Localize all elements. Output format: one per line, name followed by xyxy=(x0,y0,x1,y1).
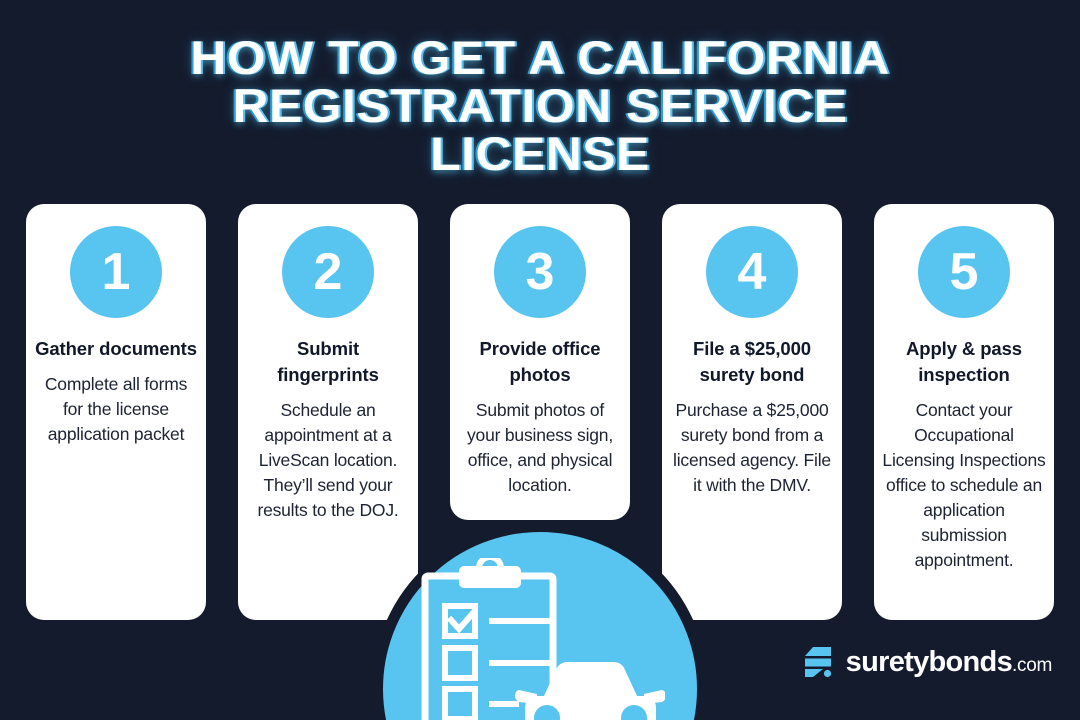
step-number-3: 3 xyxy=(525,243,555,301)
step-number-badge-2: 2 xyxy=(282,226,374,318)
step-title-3: Provide office photos xyxy=(479,338,601,385)
suretybonds-logo-mark-icon xyxy=(804,647,831,678)
step-number-5: 5 xyxy=(949,243,979,301)
step-title-1: Gather documents xyxy=(35,338,197,359)
car-icon xyxy=(515,662,665,720)
logo-wordmark: suretybonds .com xyxy=(845,645,1053,678)
step-body-5: Contact your Occupational Licensing Insp… xyxy=(882,400,1046,570)
title-line-1: HOW TO GET A CALIFORNIA xyxy=(190,31,890,84)
title-line-2: REGISTRATION SERVICE xyxy=(232,79,848,132)
title-line-3: LICENSE xyxy=(430,127,650,180)
step-card-3: 3 Provide office photos Submit photos of… xyxy=(450,204,630,520)
step-card-4: 4 File a $25,000 surety bond Purchase a … xyxy=(662,204,842,620)
logo-tld: .com xyxy=(1012,654,1052,676)
step-body-2: Schedule an appointment at a LiveScan lo… xyxy=(257,400,399,520)
steps-row: 1 Gather documents Complete all forms fo… xyxy=(26,204,1054,620)
step-title-4: File a $25,000 surety bond xyxy=(693,338,811,385)
step-body-3: Submit photos of your business sign, off… xyxy=(466,400,613,495)
step-number-2: 2 xyxy=(313,243,343,301)
step-number-badge-1: 1 xyxy=(70,226,162,318)
step-card-2: 2 Submit fingerprints Schedule an appoin… xyxy=(238,204,418,620)
step-body-1: Complete all forms for the license appli… xyxy=(44,374,188,444)
step-card-1: 1 Gather documents Complete all forms fo… xyxy=(26,204,206,620)
step-number-4: 4 xyxy=(737,243,767,301)
step-number-badge-4: 4 xyxy=(706,226,798,318)
page-title: HOW TO GET A CALIFORNIA REGISTRATION SER… xyxy=(0,34,1080,178)
clipboard-checklist-car-icon xyxy=(421,558,665,720)
logo-word: suretybonds xyxy=(845,645,1013,678)
suretybonds-logo[interactable]: suretybonds .com xyxy=(801,645,1052,679)
step-number-badge-5: 5 xyxy=(918,226,1010,318)
step-number-1: 1 xyxy=(101,243,131,301)
step-card-5: 5 Apply & pass inspection Contact your O… xyxy=(874,204,1054,620)
step-title-5: Apply & pass inspection xyxy=(906,338,1022,385)
step-number-badge-3: 3 xyxy=(494,226,586,318)
step-title-2: Submit fingerprints xyxy=(277,338,379,385)
step-body-4: Purchase a $25,000 surety bond from a li… xyxy=(673,400,831,495)
